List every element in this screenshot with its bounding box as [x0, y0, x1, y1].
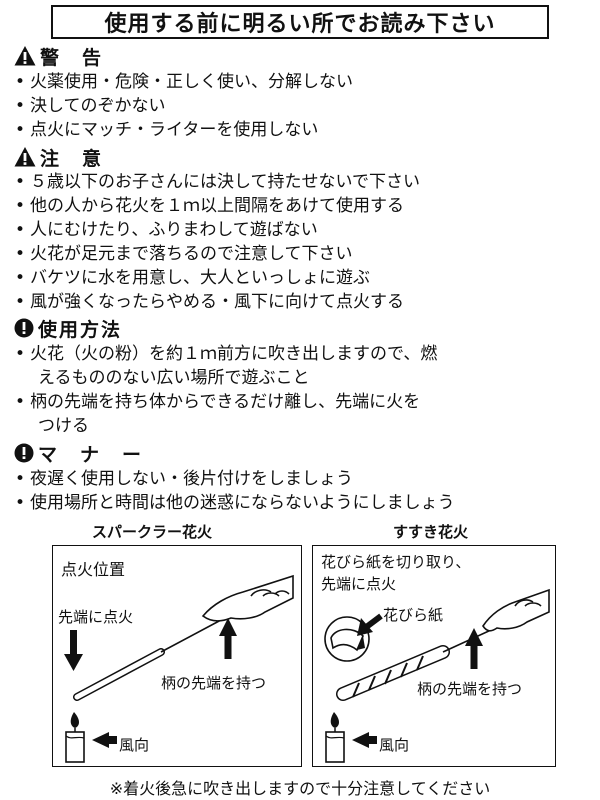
petal-paper-label: 花びら紙 — [383, 606, 444, 624]
hand-icon — [201, 574, 294, 622]
list-item: 点火にマッチ・ライターを使用しない — [14, 118, 353, 142]
susuki-title: すすき花火 — [393, 523, 469, 541]
susuki-diagram: 花びら紙を切り取り、 先端に点火 花びら紙 柄の先端を持つ 風向 — [312, 545, 556, 767]
warning-triangle-icon — [14, 147, 36, 167]
warning-title: 警 告 — [40, 46, 104, 69]
list-item: 風が強くなったらやめる・風下に向けて点火する — [14, 290, 420, 314]
wind-direction-label: 風向 — [379, 736, 410, 754]
caution-title: 注 意 — [40, 147, 104, 170]
page-title: 使用する前に明るい所でお読み下さい — [104, 12, 496, 37]
sparkler-title: スパークラー花火 — [92, 523, 213, 541]
caution-list: ５歳以下のお子さんには決して持たせないで下さい 他の人から花火を１ｍ以上間隔をあ… — [14, 170, 420, 314]
list-item-line: 柄の先端を持ち体からできるだけ離し、先端に火を — [30, 392, 421, 412]
left-arrow-icon — [352, 732, 377, 748]
wind-direction-label: 風向 — [119, 736, 150, 754]
list-item: 夜遅く使用しない・後片付けをしましょう — [14, 467, 455, 491]
up-arrow-icon — [465, 628, 483, 669]
candle-icon — [65, 712, 85, 763]
hold-handle-label: 柄の先端を持つ — [161, 674, 267, 692]
caution-heading: 注 意 — [14, 145, 104, 170]
manners-list: 夜遅く使用しない・後片付けをしましょう 使用場所と時間は他の迷惑にならないように… — [14, 467, 455, 515]
title-banner: 使用する前に明るい所でお読み下さい — [51, 5, 549, 39]
list-item-line: つける — [38, 416, 89, 436]
petal-paper-icon — [324, 616, 370, 662]
manners-title: マ ナ ー — [38, 443, 144, 466]
down-arrow-icon — [64, 630, 83, 671]
manners-heading: マ ナ ー — [14, 441, 144, 466]
footer-note: ※着火後急に吹き出しますので十分注意してください — [109, 779, 491, 798]
list-item: 使用場所と時間は他の迷惑にならないようにしましょう — [14, 491, 455, 515]
usage-list: 火花（火の粉）を約１ｍ前方に吹き出しますので、燃 えるもののない広い場所で遊ぶこ… — [14, 342, 437, 438]
diagonal-arrow-icon — [357, 613, 383, 636]
list-item: 火花が足元まで落ちるので注意して下さい — [14, 242, 420, 266]
left-arrow-icon — [92, 732, 117, 748]
list-item: 火薬使用・危険・正しく使い、分解しない — [14, 70, 353, 94]
susuki-illustration — [324, 588, 550, 763]
warning-heading: 警 告 — [14, 44, 104, 69]
usage-title: 使用方法 — [38, 318, 123, 341]
instruction-line-2: 先端に点火 — [321, 575, 397, 593]
list-item: 人にむけたり、ふりまわして遊ばない — [14, 218, 420, 242]
light-tip-label: 先端に点火 — [58, 608, 134, 626]
candle-icon — [325, 712, 345, 763]
susuki-stick — [336, 629, 492, 701]
sparkler-stick — [73, 619, 222, 701]
list-item: 火花（火の粉）を約１ｍ前方に吹き出しますので、燃 えるもののない広い場所で遊ぶこ… — [14, 342, 437, 390]
instruction-line-1: 花びら紙を切り取り、 — [321, 553, 471, 571]
list-item-line: えるもののない広い場所で遊ぶこと — [38, 368, 310, 388]
warning-list: 火薬使用・危険・正しく使い、分解しない 決してのぞかない 点火にマッチ・ライター… — [14, 70, 353, 142]
ignition-position-label: 点火位置 — [61, 560, 126, 579]
sparkler-diagram: 点火位置 先端に点火 柄の先端を持つ 風向 — [52, 545, 302, 767]
hand-icon — [482, 588, 550, 632]
exclamation-circle-icon — [14, 318, 34, 338]
list-item: 決してのぞかない — [14, 94, 353, 118]
list-item-line: 火花（火の粉）を約１ｍ前方に吹き出しますので、燃 — [30, 344, 438, 364]
sparkler-illustration — [64, 574, 294, 763]
usage-heading: 使用方法 — [14, 316, 123, 341]
up-arrow-icon — [219, 618, 237, 659]
warning-triangle-icon — [14, 46, 36, 66]
list-item: 他の人から花火を１ｍ以上間隔をあけて使用する — [14, 194, 420, 218]
hold-handle-label: 柄の先端を持つ — [417, 680, 523, 698]
list-item: ５歳以下のお子さんには決して持たせないで下さい — [14, 170, 420, 194]
exclamation-circle-icon — [14, 443, 34, 463]
list-item: バケツに水を用意し、大人といっしょに遊ぶ — [14, 266, 420, 290]
list-item: 柄の先端を持ち体からできるだけ離し、先端に火を つける — [14, 390, 437, 438]
